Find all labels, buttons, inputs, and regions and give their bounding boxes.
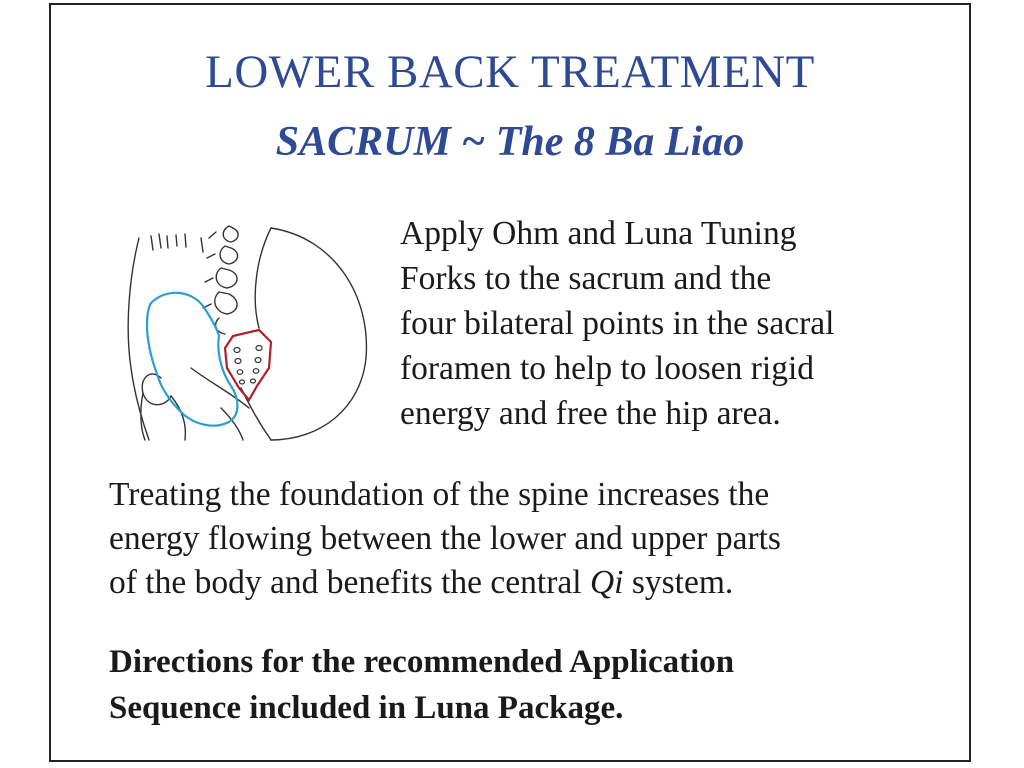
page-title: LOWER BACK TREATMENT	[205, 46, 815, 98]
body-line: energy flowing between the lower and upp…	[109, 520, 781, 557]
intro-line: Apply Ohm and Luna Tuning	[400, 215, 797, 252]
body-line: system.	[623, 564, 734, 601]
body-line: of the body and benefits the central	[109, 564, 590, 601]
sacrum-anatomy-illustration	[127, 225, 368, 441]
intro-line: energy and free the hip area.	[400, 395, 781, 432]
body-line: Treating the foundation of the spine inc…	[109, 476, 770, 513]
intro-paragraph: Apply Ohm and Luna Tuning Forks to the s…	[400, 211, 940, 436]
directions-line: Directions for the recommended Applicati…	[109, 644, 735, 680]
page-subtitle: SACRUM ~ The 8 Ba Liao	[275, 119, 745, 165]
intro-line: four bilateral points in the sacral	[400, 305, 835, 342]
directions-line: Sequence included in Luna Package.	[109, 690, 624, 726]
qi-term: Qi	[589, 564, 624, 601]
intro-line: foramen to help to loosen rigid	[400, 350, 815, 387]
body-paragraph: Treating the foundation of the spine inc…	[109, 473, 959, 605]
intro-line: Forks to the sacrum and the	[400, 260, 772, 297]
directions-note: Directions for the recommended Applicati…	[109, 639, 959, 731]
treatment-card: LOWER BACK TREATMENT SACRUM ~ The 8 Ba L…	[49, 3, 971, 762]
